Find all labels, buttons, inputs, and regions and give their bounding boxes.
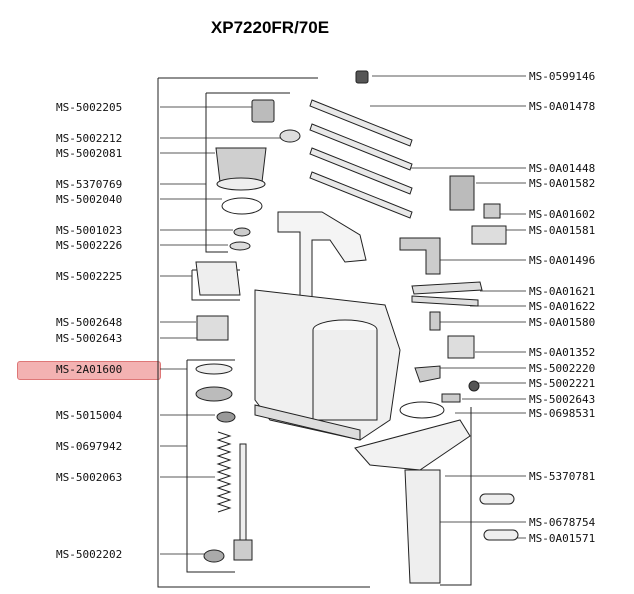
part-label[interactable]: MS-0A01621 <box>529 285 596 298</box>
part-label[interactable]: MS-0A01496 <box>529 254 596 267</box>
part-label[interactable]: MS-5002081 <box>56 147 123 160</box>
part-label[interactable]: MS-0A01478 <box>529 100 596 113</box>
part-label[interactable]: MS-5002648 <box>56 316 123 329</box>
part-label[interactable]: MS-5002212 <box>56 132 123 145</box>
part-label[interactable]: MS-5001023 <box>56 224 123 237</box>
part-label[interactable]: MS-0698531 <box>529 407 596 420</box>
part-label[interactable]: MS-0A01580 <box>529 316 596 329</box>
part-label[interactable]: MS-5002040 <box>56 193 123 206</box>
part-label[interactable]: MS-5002643 <box>56 332 123 345</box>
part-label[interactable]: MS-5002221 <box>529 377 596 390</box>
part-label[interactable]: MS-0A01622 <box>529 300 596 313</box>
part-label[interactable]: MS-5002205 <box>56 101 123 114</box>
part-label[interactable]: MS-0697942 <box>56 440 123 453</box>
part-label[interactable]: MS-5002226 <box>56 239 123 252</box>
part-label[interactable]: MS-5370781 <box>529 470 596 483</box>
part-label[interactable]: MS-5370769 <box>56 178 123 191</box>
part-label[interactable]: MS-0A01582 <box>529 177 596 190</box>
diagram-title: XP7220FR/70E <box>210 18 330 37</box>
part-label[interactable]: MS-5002220 <box>529 362 596 375</box>
parts-art <box>195 70 519 584</box>
part-label[interactable]: MS-5002063 <box>56 471 123 484</box>
part-label[interactable]: MS-5002225 <box>56 270 123 283</box>
part-label[interactable]: MS-5015004 <box>56 409 123 422</box>
part-label[interactable]: MS-0A01602 <box>529 208 596 221</box>
part-label[interactable]: MS-0678754 <box>529 516 596 529</box>
part-label[interactable]: MS-0A01448 <box>529 162 596 175</box>
leader-lines <box>160 75 526 555</box>
part-label-highlighted[interactable]: MS-2A01600 <box>56 363 123 376</box>
part-label[interactable]: MS-5002202 <box>56 548 123 561</box>
highlighted-part-marker <box>17 361 161 380</box>
part-label[interactable]: MS-0A01352 <box>529 346 596 359</box>
part-label[interactable]: MS-0599146 <box>529 70 596 83</box>
part-label[interactable]: MS-0A01581 <box>529 224 596 237</box>
part-label[interactable]: MS-5002643 <box>529 393 596 406</box>
part-label[interactable]: MS-0A01571 <box>529 532 596 545</box>
